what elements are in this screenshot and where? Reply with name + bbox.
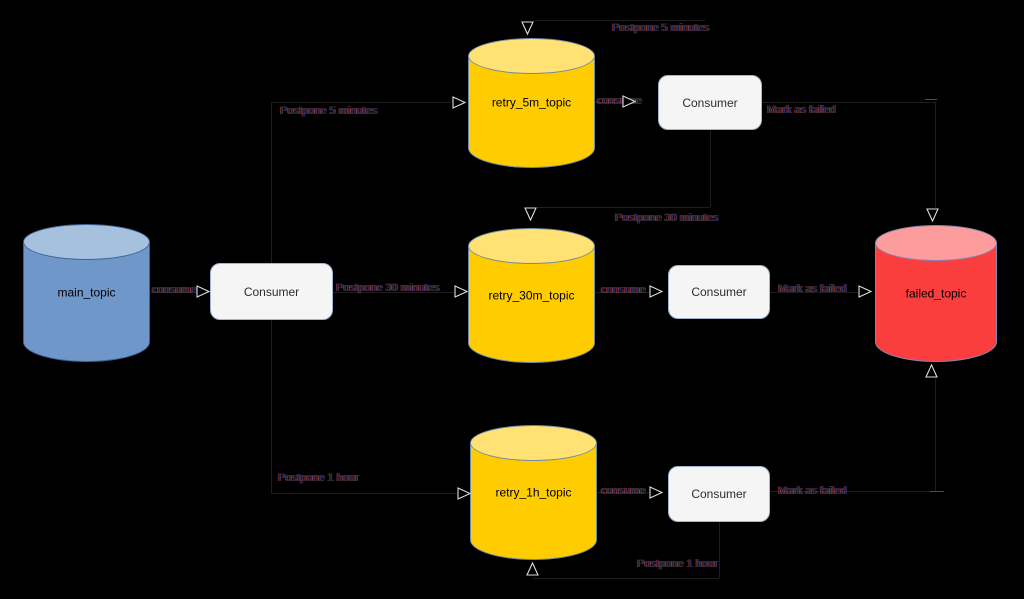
consumer-node-main: Consumer — [210, 263, 333, 320]
topic-cylinder-retry-30m: retry_30m_topic — [468, 228, 595, 363]
edge-label-postpone-30m: Postpone 30 minutes — [336, 282, 440, 294]
cylinder-top — [23, 224, 150, 260]
cylinder-top — [875, 225, 997, 261]
edge-line — [595, 102, 622, 103]
edge-line — [533, 578, 719, 579]
edge-label-consume: consume — [152, 284, 197, 296]
topic-label: retry_1h_topic — [495, 484, 572, 499]
edge-line — [535, 20, 705, 21]
edge-line — [537, 207, 710, 208]
edge-line — [935, 102, 936, 208]
topic-label: main_topic — [57, 285, 116, 300]
edge-line — [710, 130, 711, 207]
topic-cylinder-main: main_topic — [23, 224, 150, 362]
topic-cylinder-retry-5m: retry_5m_topic — [468, 38, 595, 168]
edge-label-postpone-5m-top: Postpone 5 minutes — [612, 22, 710, 34]
arrowhead-icon — [649, 486, 664, 499]
consumer-node-retry-1h: Consumer — [668, 466, 770, 522]
arrowhead-icon — [196, 285, 211, 298]
arrowhead-icon — [457, 487, 472, 500]
edge-line — [271, 320, 272, 493]
topic-label: retry_30m_topic — [488, 287, 575, 302]
edge-line — [150, 292, 196, 293]
edge-label-postpone-30m-top: Postpone 30 minutes — [615, 212, 719, 224]
cylinder-top — [468, 228, 595, 264]
edge-line — [719, 522, 720, 578]
arrowhead-icon — [926, 208, 939, 223]
arrowhead-icon — [454, 285, 469, 298]
consumer-label: Consumer — [691, 285, 747, 299]
edge-line — [770, 292, 858, 293]
edge-line — [271, 493, 457, 494]
edge-label-mark-as-failed: Mark as failed — [778, 485, 847, 497]
arrowhead-icon — [622, 95, 637, 108]
edge-line — [595, 292, 649, 293]
arrowhead-icon — [452, 96, 467, 109]
topic-cylinder-retry-1h: retry_1h_topic — [470, 425, 597, 560]
edge-label-consume: consume — [601, 284, 646, 296]
topic-cylinder-failed: failed_topic — [875, 225, 997, 362]
consumer-label: Consumer — [243, 284, 300, 299]
edge-label-postpone-5m: Postpone 5 minutes — [280, 105, 378, 117]
cylinder-top — [468, 38, 595, 74]
arrowhead-icon — [925, 363, 938, 378]
edge-line — [935, 378, 936, 491]
topic-label: retry_5m_topic — [491, 95, 572, 110]
edge-label-postpone-1h-bottom: Postpone 1 hour — [637, 558, 718, 570]
edge-line — [271, 102, 272, 264]
consumer-node-retry-5m: Consumer — [658, 75, 762, 130]
edge-label-consume: consume — [601, 485, 646, 497]
edge-line — [925, 99, 937, 100]
edge-line — [333, 292, 454, 293]
cylinder-body — [875, 243, 997, 362]
cylinder-body — [468, 246, 595, 363]
cylinder-body — [470, 443, 597, 560]
edge-line — [762, 102, 935, 103]
cylinder-top — [470, 425, 597, 461]
consumer-label: Consumer — [682, 95, 738, 110]
edge-line — [597, 492, 649, 493]
edge-label-postpone-1h: Postpone 1 hour — [278, 472, 359, 484]
arrowhead-icon — [858, 285, 873, 298]
arrowhead-icon — [526, 561, 539, 576]
arrowhead-icon — [521, 21, 534, 36]
edge-line — [930, 491, 944, 492]
edge-label-mark-as-failed: Mark as failed — [767, 104, 836, 116]
arrowhead-icon — [524, 207, 537, 222]
cylinder-body — [468, 56, 595, 168]
edge-line — [271, 102, 452, 103]
consumer-label: Consumer — [691, 487, 747, 501]
consumer-node-retry-30m: Consumer — [668, 265, 770, 319]
edge-line — [770, 491, 935, 492]
arrowhead-icon — [649, 285, 664, 298]
cylinder-body — [23, 242, 150, 362]
topic-label: failed_topic — [905, 285, 967, 300]
edge-label-mark-as-failed: Mark as failed — [778, 283, 847, 295]
